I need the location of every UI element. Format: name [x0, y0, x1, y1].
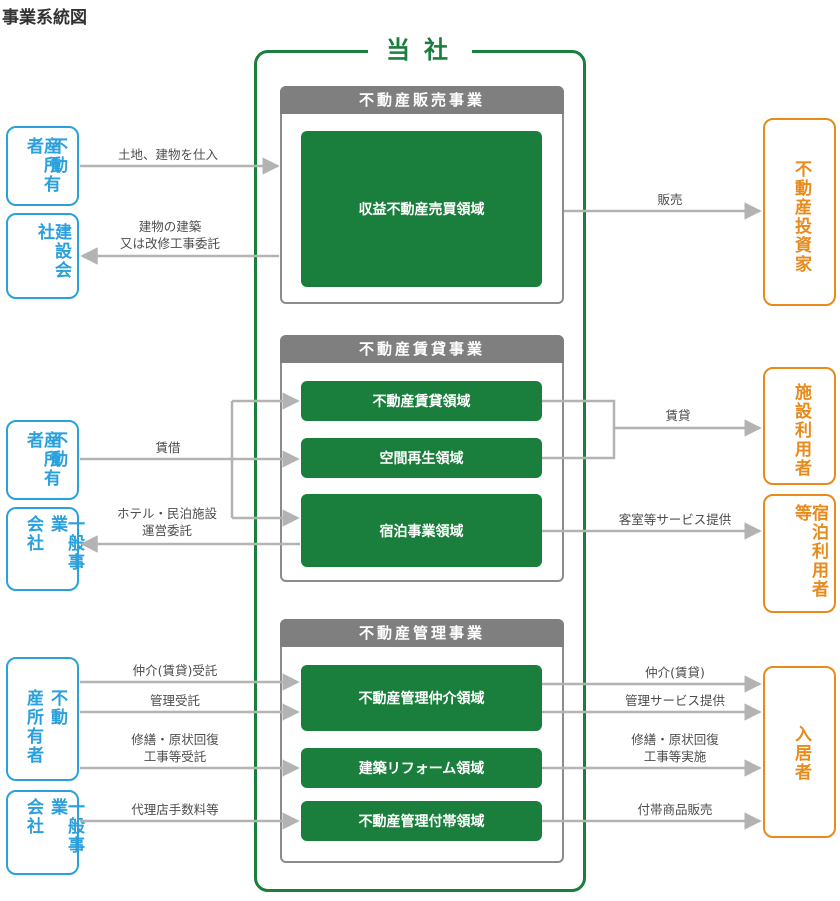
party-resident-label: 入居者	[791, 725, 811, 782]
label-management-out: 管理サービス提供	[624, 693, 725, 708]
label-repair-in-1: 修繕・原状回復	[131, 732, 219, 747]
party-general-company-2: 一般事業 会社	[6, 790, 84, 875]
label-sales: 販売	[657, 192, 683, 207]
party-property-owner-2: 不動 産所有者	[6, 420, 79, 500]
party-lodging-user: 宿泊利用者等	[763, 494, 836, 613]
party-general-company-2-col-left: 会社	[23, 798, 43, 836]
label-lease-in: 賃借	[155, 440, 181, 455]
party-property-owner-3-col-left: 産所有者	[23, 689, 43, 765]
bracket-lease-out	[542, 399, 616, 460]
party-resident: 入居者	[763, 666, 836, 838]
party-property-owner-2-col-left: 産所有者	[23, 431, 60, 488]
label-hotel-1: ホテル・民泊施設	[116, 506, 217, 521]
party-lodging-user-label: 宿泊利用者等	[791, 504, 828, 599]
party-general-company-1: 一般事業 会社	[6, 507, 84, 591]
party-construction-company: 建設会社	[6, 213, 79, 299]
label-agency-in: 代理店手数料等	[131, 802, 219, 817]
label-purchase: 土地、建物を仕入	[117, 147, 218, 162]
label-repair-out-2: 工事等実施	[643, 749, 707, 764]
domain-management-brokerage: 不動産管理仲介領域	[301, 665, 542, 731]
business-leasing-header: 不動産賃貸事業	[280, 335, 564, 363]
party-property-owner-1: 不動 産所有者	[6, 126, 79, 206]
party-facility-user: 施設利用者	[763, 367, 836, 485]
party-property-owner-2-col-right: 不動	[47, 431, 67, 469]
label-management-in: 管理受託	[149, 693, 200, 708]
label-construction-1: 建物の建築	[138, 219, 202, 234]
label-lease-out: 賃貸	[665, 408, 691, 423]
domain-lodging: 宿泊事業領域	[301, 494, 542, 567]
label-construction-2: 又は改修工事委託	[119, 236, 220, 251]
label-guest-service: 客室等サービス提供	[618, 512, 732, 527]
party-property-owner-3: 不動 産所有者	[6, 657, 79, 781]
label-hotel-2: 運営委託	[141, 523, 192, 538]
party-general-company-1-col-left: 会社	[23, 515, 43, 553]
business-sales-header: 不動産販売事業	[280, 86, 564, 114]
party-construction-company-label: 建設会社	[34, 223, 71, 280]
label-goods-out: 付帯商品販売	[637, 802, 713, 817]
party-property-owner-3-col-right: 不動	[47, 689, 67, 727]
party-general-company-1-col-right: 一般事業	[47, 515, 84, 572]
domain-construction-reform: 建築リフォーム領域	[301, 748, 542, 788]
label-brokerage-in: 仲介(賃貸)受託	[132, 663, 218, 678]
label-repair-in-2: 工事等受託	[143, 749, 207, 764]
party-property-owner-1-col-left: 産所有者	[23, 137, 60, 194]
page-title: 事業系統図	[2, 8, 87, 28]
label-brokerage-out: 仲介(賃貸)	[645, 665, 705, 680]
party-property-owner-1-col-right: 不動	[47, 137, 67, 175]
domain-space-regeneration: 空間再生領域	[301, 438, 542, 478]
company-title: 当社	[368, 34, 472, 66]
party-real-estate-investor-label: 不動産投資家	[791, 160, 811, 274]
party-real-estate-investor: 不動産投資家	[763, 118, 836, 306]
domain-property-leasing: 不動産賃貸領域	[301, 381, 542, 421]
party-facility-user-label: 施設利用者	[791, 383, 811, 478]
label-repair-out-1: 修繕・原状回復	[631, 732, 719, 747]
domain-income-property-trading: 収益不動産売買領域	[301, 131, 542, 287]
business-management-header: 不動産管理事業	[280, 619, 564, 647]
domain-management-ancillary: 不動産管理付帯領域	[301, 801, 542, 841]
party-general-company-2-col-right: 一般事業	[47, 798, 84, 855]
